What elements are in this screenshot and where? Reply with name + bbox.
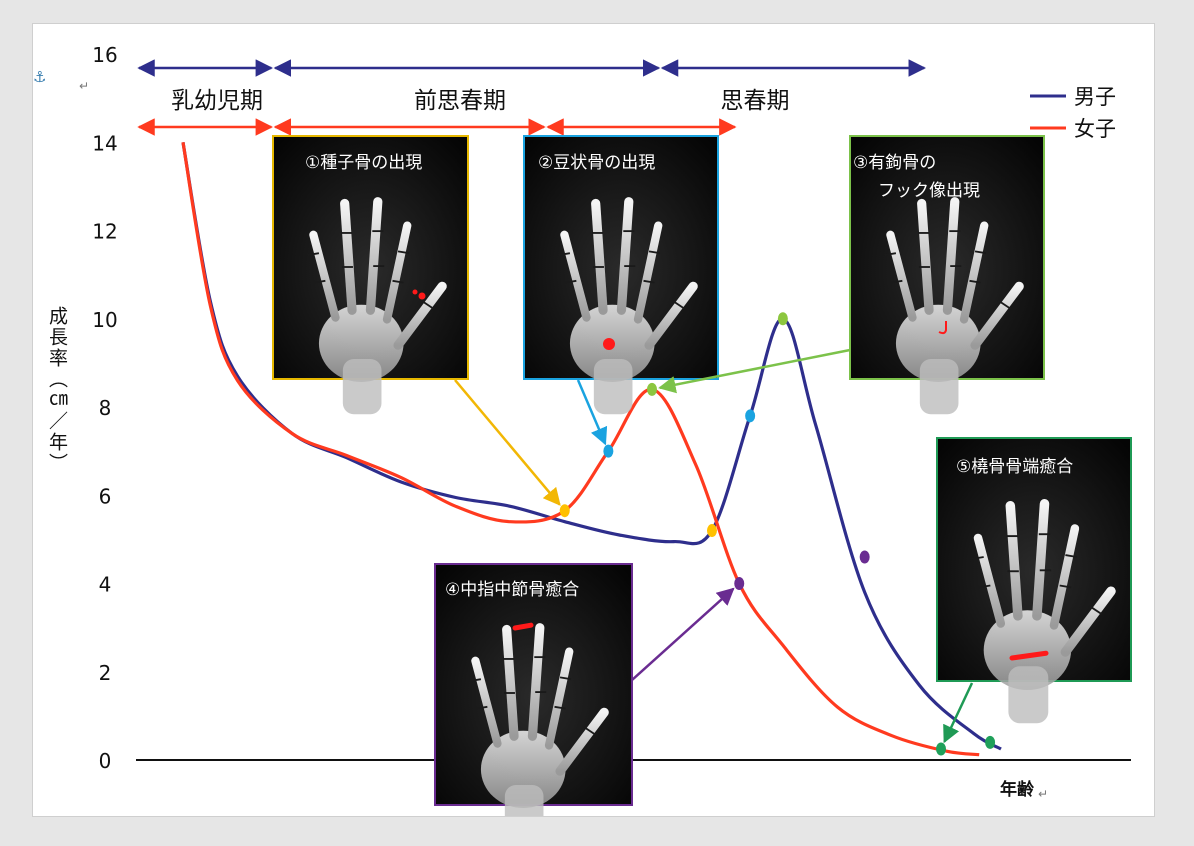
data-marker xyxy=(559,504,570,518)
stage-label: 前思春期 xyxy=(414,88,506,114)
data-marker xyxy=(777,312,788,326)
connector-arrow xyxy=(658,348,851,394)
panel-title: ①種子骨の出現 xyxy=(305,153,422,173)
connector-arrow xyxy=(454,379,561,506)
bone-highlight xyxy=(938,321,947,335)
data-marker xyxy=(936,742,947,756)
y-tick-label: 8 xyxy=(99,396,112,420)
panel-title: ⑤橈骨骨端癒合 xyxy=(956,457,1073,477)
y-tick-label: 2 xyxy=(99,661,112,685)
data-marker xyxy=(985,735,996,749)
data-marker xyxy=(706,524,717,538)
panel-title: ②豆状骨の出現 xyxy=(538,153,655,173)
y-tick-label: 6 xyxy=(99,484,112,508)
y-tick-label: 0 xyxy=(99,749,112,773)
connector-arrow xyxy=(631,587,735,681)
data-marker xyxy=(859,550,870,564)
anchor-icon: ⚓ xyxy=(33,68,46,86)
bone-highlight xyxy=(1009,650,1049,661)
y-tick-label: 12 xyxy=(92,220,117,244)
connector-arrow xyxy=(943,682,974,744)
xray-panel: ①種子骨の出現 xyxy=(272,135,469,414)
y-tick-label: 14 xyxy=(92,131,117,155)
xray-panel: ④中指中節骨癒合 xyxy=(434,563,633,816)
girls-series-line xyxy=(181,142,980,757)
stage-label: 思春期 xyxy=(721,88,790,114)
legend-label: 男子 xyxy=(1074,85,1116,109)
y-axis-label: 成長率（㎝／年） xyxy=(46,306,68,474)
bone-highlight xyxy=(512,622,534,631)
data-marker xyxy=(745,409,756,423)
legend-label: 女子 xyxy=(1074,117,1116,141)
y-tick-label: 4 xyxy=(99,573,112,597)
xray-panel: ⑤橈骨骨端癒合 xyxy=(936,437,1132,723)
data-marker xyxy=(603,444,614,458)
y-tick-label: 10 xyxy=(92,308,117,332)
y-tick-label: 16 xyxy=(92,43,117,67)
paragraph-mark: ↵ xyxy=(79,79,89,93)
stage-label: 乳幼児期 xyxy=(171,88,263,114)
growth-chart: ⚓↵0246810121416成長率（㎝／年）年齢↵乳幼児期前思春期思春期男子女… xyxy=(33,43,1132,816)
data-marker xyxy=(734,577,745,590)
panel-title: ③有鉤骨の xyxy=(853,153,936,173)
panel-title: ④中指中節骨癒合 xyxy=(445,580,579,600)
data-marker xyxy=(646,382,657,396)
bone-highlight xyxy=(418,292,426,300)
paragraph-mark: ↵ xyxy=(1038,787,1048,801)
bone-highlight xyxy=(603,338,615,350)
x-axis-label: 年齢 xyxy=(1000,779,1035,800)
bone-highlight xyxy=(412,289,418,295)
connector-arrow xyxy=(576,379,608,446)
xray-panel: ②豆状骨の出現 xyxy=(523,135,719,414)
panel-title: フック像出現 xyxy=(878,181,980,201)
